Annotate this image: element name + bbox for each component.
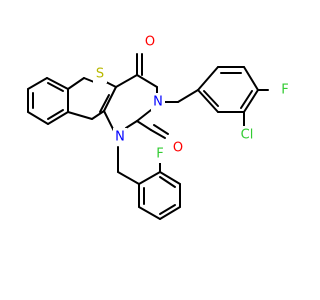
bond: [197, 66, 219, 91]
atom-O1: O: [145, 35, 155, 50]
bond: [27, 77, 48, 90]
bond: [83, 77, 95, 83]
bond: [67, 77, 85, 90]
bond: [150, 129, 166, 139]
bond: [136, 109, 152, 122]
molecule-structure-diagram: S O O N N F Cl F: [27, 33, 292, 220]
bond: [159, 206, 181, 220]
bonds: [27, 53, 269, 220]
bond: [117, 171, 140, 185]
bond: [136, 120, 152, 131]
bond: [105, 81, 117, 88]
bond: [138, 206, 161, 220]
bond: [67, 111, 93, 120]
bond: [159, 204, 176, 215]
bond: [47, 109, 64, 120]
bond: [197, 89, 219, 113]
atom-N2: N: [153, 95, 163, 110]
bond: [99, 94, 110, 113]
atom-N1: N: [115, 130, 125, 145]
atom-S1: S: [96, 67, 104, 82]
bond: [243, 89, 259, 113]
bond: [159, 176, 176, 188]
bond: [91, 110, 105, 120]
molecule-svg: S O O N N F Cl F: [27, 33, 292, 220]
bond: [159, 171, 181, 185]
bond: [153, 124, 169, 135]
bond: [47, 82, 64, 92]
bond: [203, 90, 219, 107]
atom-labels: S O O N N F Cl F: [93, 33, 292, 163]
bond: [46, 77, 69, 90]
bond: [177, 89, 199, 103]
bond: [240, 90, 253, 109]
bond: [136, 74, 158, 88]
bond: [115, 74, 138, 88]
bond: [243, 66, 259, 91]
bond: [138, 171, 161, 185]
atom-O2: O: [173, 141, 183, 156]
bond: [27, 111, 49, 125]
bond: [125, 120, 138, 129]
atom-F1: F: [281, 83, 288, 98]
atom-F2: F: [156, 147, 163, 162]
atom-Cl1: Cl: [241, 128, 254, 143]
bond: [103, 86, 117, 112]
bond: [47, 111, 69, 125]
